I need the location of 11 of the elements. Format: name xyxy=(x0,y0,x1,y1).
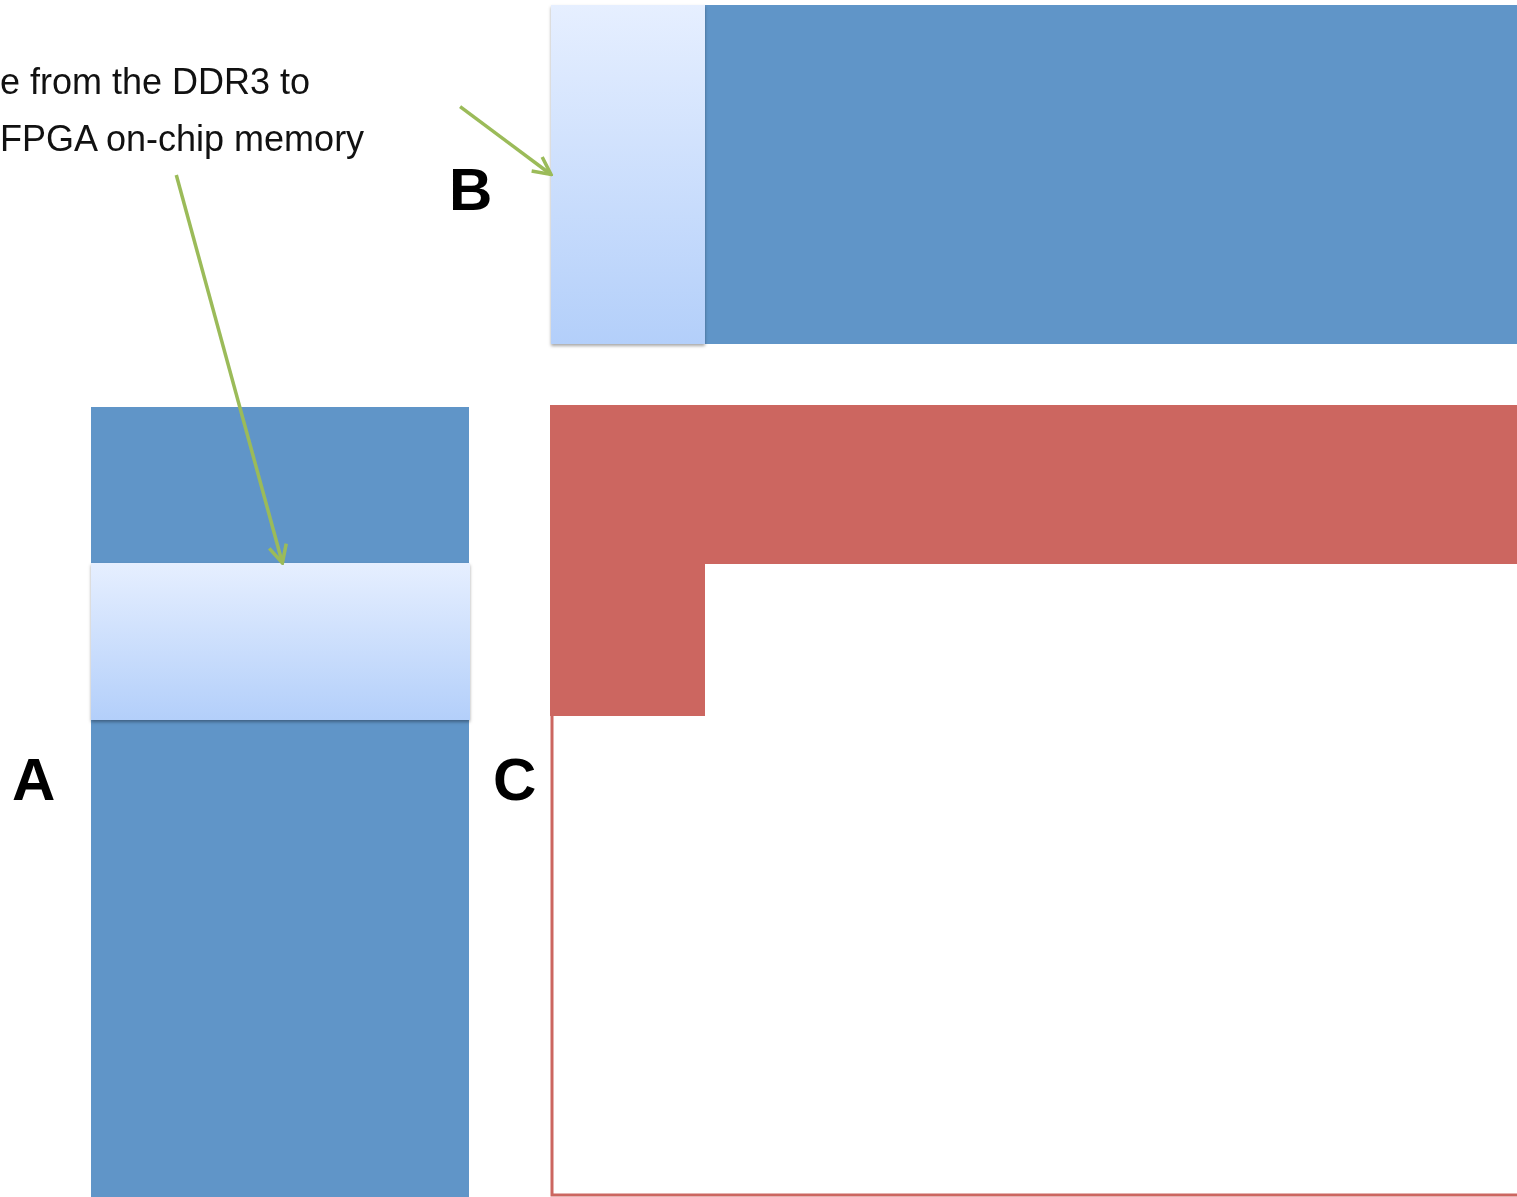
arrow xyxy=(174,174,288,565)
matrix-label: B xyxy=(449,160,493,220)
result-matrix-drawing xyxy=(550,405,1517,1197)
annotation-text: e from the DDR3 to FPGA on-chip memory xyxy=(0,60,366,161)
matrix-bar xyxy=(551,5,1517,344)
tile-box xyxy=(91,563,470,720)
matrix-label: A xyxy=(12,750,56,810)
matrix-bar xyxy=(91,407,469,1197)
arrow xyxy=(459,105,553,177)
tile-box xyxy=(551,5,705,344)
matrix-label: C xyxy=(493,750,537,810)
